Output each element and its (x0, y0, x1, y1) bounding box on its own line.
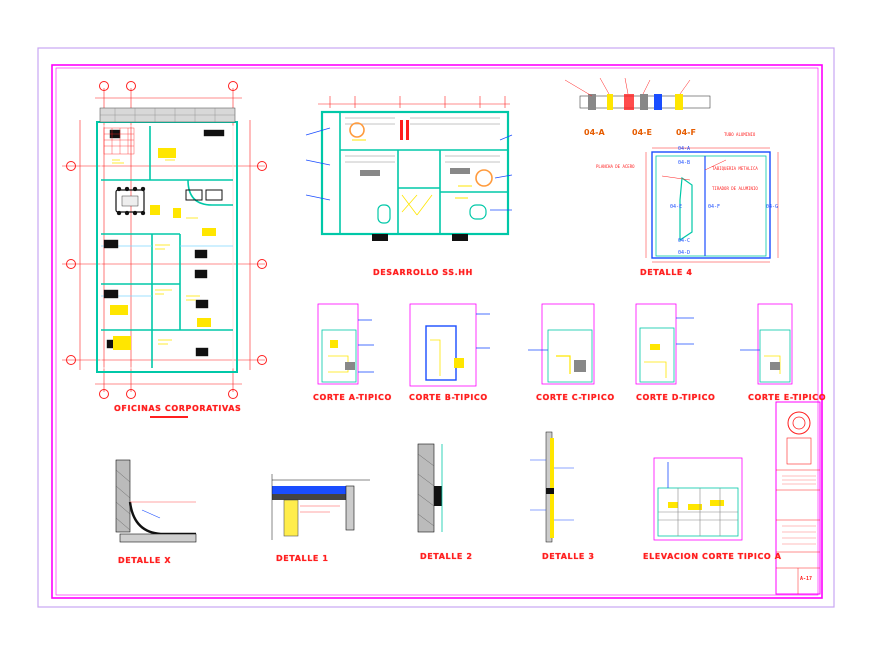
profile-tag-e: 04-E (632, 128, 652, 137)
sheet-number: A-17 (800, 576, 813, 582)
elevacion-title: ELEVACION CORTE TIPICO A (643, 552, 782, 561)
corte-a-title: CORTE A-TIPICO (313, 393, 392, 402)
detail-3 (530, 431, 574, 543)
door-tag-f: 04-F (708, 204, 721, 210)
floor-plan (62, 81, 267, 399)
door-note-4: TIRADOR DE ALUMINIO (712, 186, 758, 191)
corte-b-title: CORTE B-TIPICO (409, 393, 488, 402)
door-tag-d: 04-D (678, 250, 691, 256)
detalle-2-title: DETALLE 2 (420, 552, 473, 561)
detalle-3-title: DETALLE 3 (542, 552, 595, 561)
bathroom-title: DESARROLLO SS.HH (373, 268, 473, 277)
door-tag-g: 04-G (766, 204, 779, 210)
drawing-frame (51, 64, 823, 599)
sheet-outer-border (37, 47, 835, 608)
door-tag-c: 04-C (678, 238, 691, 244)
detail-4-door-elevation (645, 147, 779, 263)
detalle-x-title: DETALLE X (118, 556, 172, 565)
drawing-frame-inner (55, 67, 819, 596)
profile-tag-a: 04-A (584, 128, 605, 137)
corte-e-title: CORTE E-TIPICO (748, 393, 827, 402)
detalle-1-title: DETALLE 1 (276, 554, 329, 563)
door-tag-b: 04-B (678, 160, 691, 166)
door-note-2: PLANCHA DE ACERO (596, 164, 635, 169)
plan-title: OFICINAS CORPORATIVAS (114, 404, 242, 413)
elevacion-corte (653, 457, 743, 541)
title-block (775, 401, 821, 595)
door-note-3: TABIQUERIA METALICA (712, 166, 758, 171)
door-profile-details (564, 77, 711, 110)
door-tag-a: 04-A (678, 146, 691, 152)
door-note-1: TUBO ALUMINIO (724, 132, 756, 137)
plan-title-underline (150, 416, 188, 418)
door-tag-e: 04-E (670, 204, 683, 210)
detail-1 (271, 474, 370, 540)
profile-tag-f: 04-F (676, 128, 696, 137)
detail-2 (417, 443, 443, 533)
detail-x (115, 459, 197, 543)
bathroom-plan (305, 96, 513, 241)
detail-4-title: DETALLE 4 (640, 268, 693, 277)
corte-d-title: CORTE D-TIPICO (636, 393, 716, 402)
corte-sections (317, 303, 793, 387)
corte-c-title: CORTE C-TIPICO (536, 393, 615, 402)
